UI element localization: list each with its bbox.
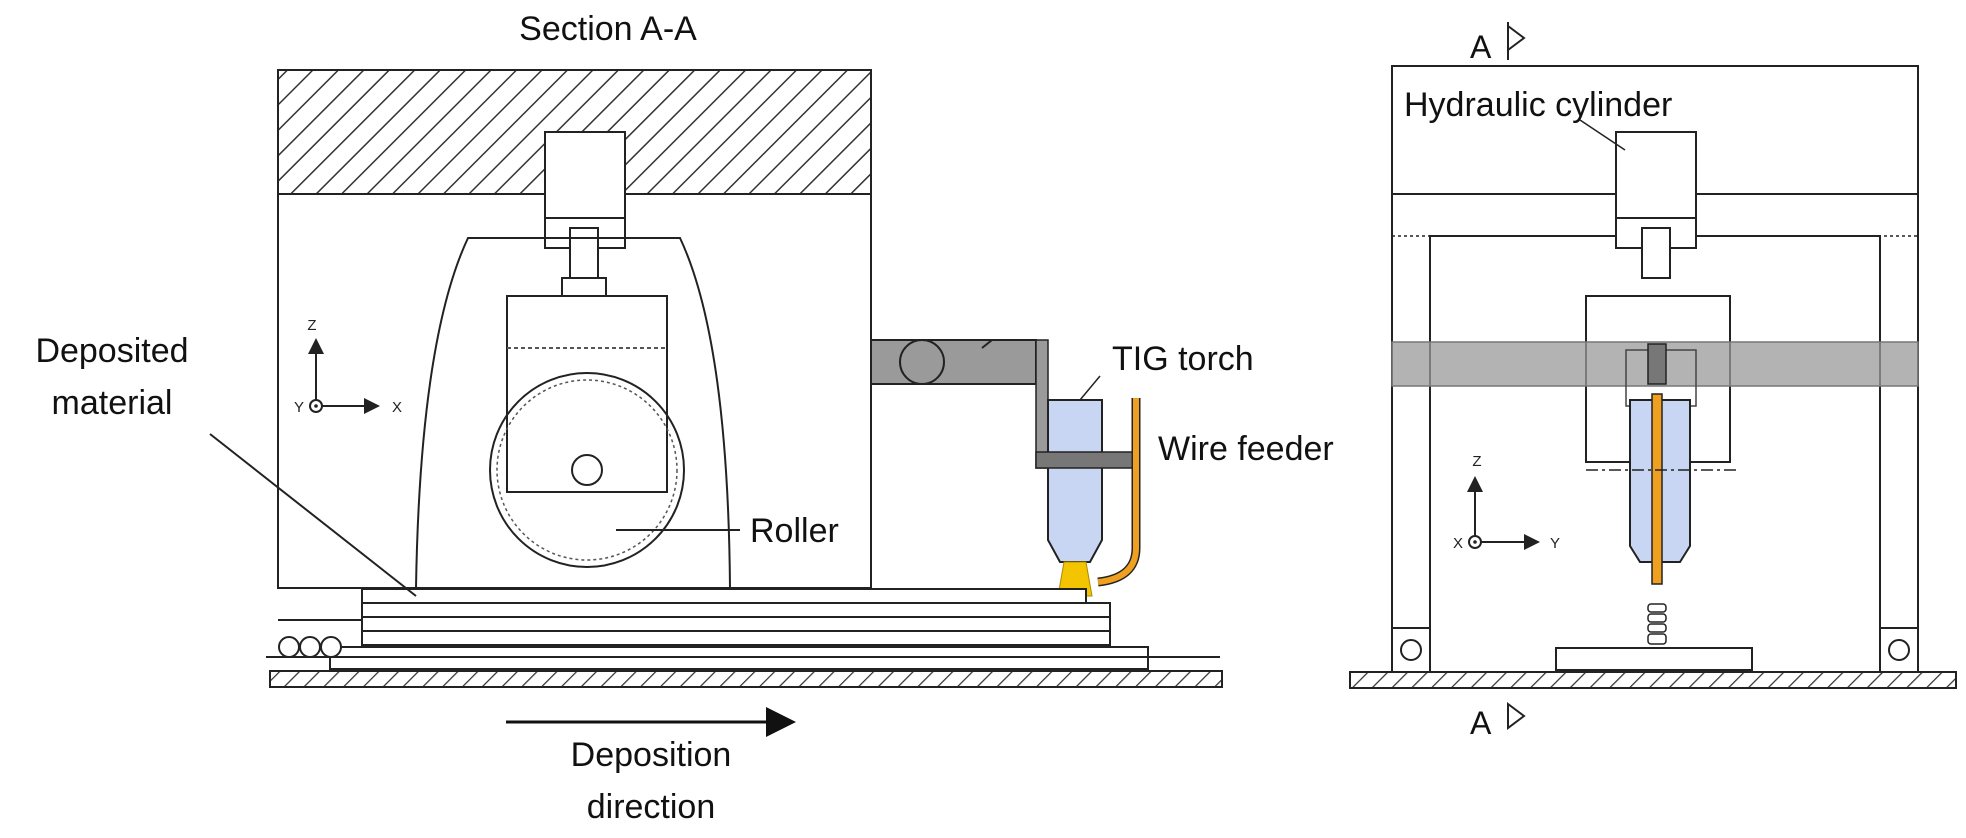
roller-inner — [496, 379, 678, 561]
section-mark-top: A — [1470, 29, 1492, 65]
left-axis-triad: Z X Y — [294, 317, 402, 416]
deposit-layer-4 — [361, 630, 1111, 646]
section-flag-bottom — [1507, 702, 1526, 730]
piston-rod — [569, 227, 599, 279]
left-ground — [269, 670, 1223, 688]
deposition-label-2: direction — [587, 788, 716, 826]
left-axis-z: Z — [307, 317, 316, 334]
deposited-label-2: material — [52, 384, 173, 422]
right-cylinder-block — [1615, 131, 1697, 219]
right-axis-z: Z — [1472, 453, 1481, 470]
roller-housing — [415, 237, 731, 589]
torch-arm — [870, 339, 1037, 385]
section-mark-bottom: A — [1470, 705, 1492, 741]
tig-torch-label: TIG torch — [1112, 340, 1254, 378]
roller-label: Roller — [750, 512, 839, 550]
right-axis-x: X — [1453, 535, 1463, 552]
roller-axle — [571, 454, 603, 486]
wire-feeder-label: Wire feeder — [1158, 430, 1334, 468]
torch-clamp — [1035, 451, 1137, 469]
section-flag-top — [1507, 22, 1526, 60]
arm-pivot — [899, 339, 945, 385]
left-axis-y: Y — [294, 399, 304, 416]
welding-arc — [1057, 561, 1093, 597]
deposition-label-1: Deposition — [571, 736, 732, 774]
roller-outer — [489, 372, 685, 568]
arm-tick — [981, 339, 993, 349]
wire-feeder-outline — [1097, 398, 1141, 587]
bearing-rollers — [278, 636, 342, 658]
column-bearings — [1391, 627, 1919, 673]
front-view: A A Hydraulic cylinder — [1349, 22, 1957, 741]
deposit-layer-2 — [361, 602, 1111, 618]
right-axis-y: Y — [1550, 535, 1560, 552]
right-ground — [1349, 671, 1957, 689]
right-axis-triad: Z Y X — [1453, 453, 1560, 552]
left-axis-x: X — [392, 399, 402, 416]
wire-feeder — [1097, 398, 1139, 585]
deposit-layer-3 — [361, 616, 1111, 632]
deposited-label-1: Deposited — [35, 332, 188, 370]
deposit-layer-1 — [361, 588, 1087, 604]
torch-bracket — [1035, 339, 1049, 469]
rod-end — [561, 277, 607, 297]
cylinder-block — [544, 131, 626, 219]
section-view: Section A-A Roller TIG torch — [35, 10, 1333, 826]
right-substrate — [1555, 647, 1753, 671]
right-wire — [1651, 393, 1663, 585]
cylinder-leader — [1579, 119, 1626, 151]
deposited-leader — [209, 433, 417, 597]
hydraulic-cylinder-label: Hydraulic cylinder — [1404, 86, 1672, 124]
torch-leader — [1079, 375, 1101, 401]
right-deposit-stack — [1647, 603, 1667, 645]
section-title: Section A-A — [519, 10, 697, 48]
tig-torch-body — [1047, 399, 1103, 563]
